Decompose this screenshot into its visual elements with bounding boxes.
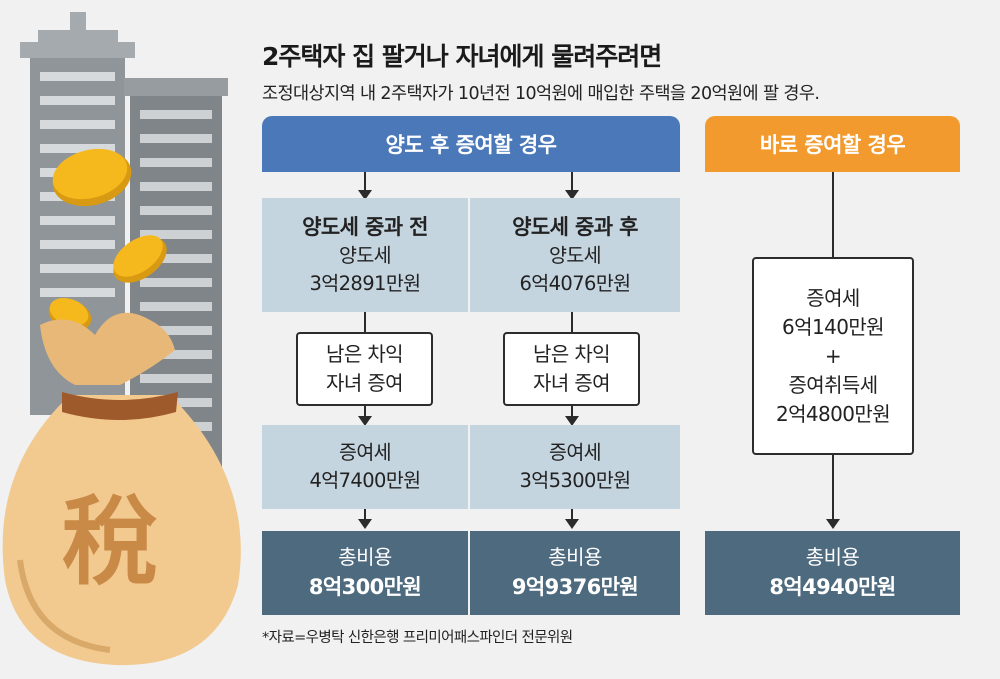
col2-total-box: 총비용 9억9376만원 xyxy=(470,531,680,615)
col1-mid-line2: 자녀 증여 xyxy=(326,371,404,395)
col3-plus: + xyxy=(824,343,842,368)
col1-title: 양도세 중과 전 xyxy=(302,214,428,239)
col1-tax-value: 3억2891만원 xyxy=(309,272,421,296)
col3-gift-box: 증여세 6억140만원 + 증여취득세 2억4800만원 xyxy=(752,257,914,455)
source-note: *자료=우병탁 신한은행 프리미어패스파인더 전문위원 xyxy=(262,630,573,646)
col3-line1: 증여세 xyxy=(806,285,860,310)
arrow xyxy=(826,455,840,529)
col2-mid-line1: 남은 차익 xyxy=(533,342,611,366)
col1-tax-label: 양도세 xyxy=(338,243,392,267)
col2-tax-box: 양도세 중과 후 양도세 6억4076만원 xyxy=(470,198,680,312)
col1-total-value: 8억300만원 xyxy=(308,575,422,600)
arrow xyxy=(565,172,579,200)
col3-line2: 6억140만원 xyxy=(782,314,885,339)
money-bag-icon: 稅 xyxy=(2,312,241,666)
arrow xyxy=(358,406,372,426)
arrow xyxy=(565,406,579,426)
col2-title: 양도세 중과 후 xyxy=(512,214,638,239)
col1-transfer-box: 남은 차익 자녀 증여 xyxy=(296,332,433,406)
col1-gift-box: 증여세 4억7400만원 xyxy=(262,425,468,509)
arrow xyxy=(358,172,372,200)
col2-total-label: 총비용 xyxy=(548,545,602,570)
col2-tax-label: 양도세 xyxy=(548,243,602,267)
col2-transfer-box: 남은 차익 자녀 증여 xyxy=(503,332,640,406)
subtitle: 조정대상지역 내 2주택자가 10년전 10억원에 매입한 주택을 20억원에 … xyxy=(262,84,820,104)
col2-tax-value: 6억4076만원 xyxy=(519,272,631,296)
gold-coin-icon xyxy=(48,148,167,331)
col1-gift-label: 증여세 xyxy=(338,440,392,464)
col2-gift-label: 증여세 xyxy=(548,440,602,464)
col2-mid-line2: 자녀 증여 xyxy=(533,371,611,395)
col3-line3: 증여취득세 xyxy=(788,372,879,397)
col1-total-box: 총비용 8억300만원 xyxy=(262,531,468,615)
col2-gift-box: 증여세 3억5300만원 xyxy=(470,425,680,509)
col3-line4: 2억4800만원 xyxy=(775,401,891,426)
arrow xyxy=(565,509,579,529)
page-title: 2주택자 집 팔거나 자녀에게 물려주려면 xyxy=(262,42,662,71)
col1-total-label: 총비용 xyxy=(338,545,392,570)
col3-total-box: 총비용 8억4940만원 xyxy=(705,531,960,615)
col1-mid-line1: 남은 차익 xyxy=(326,342,404,366)
col1-gift-value: 4억7400만원 xyxy=(309,469,421,492)
right-header: 바로 증여할 경우 xyxy=(705,116,960,172)
connector-line xyxy=(364,312,366,332)
col3-total-value: 8억4940만원 xyxy=(769,575,896,600)
col2-gift-value: 3억5300만원 xyxy=(519,469,631,492)
left-header: 양도 후 증여할 경우 xyxy=(262,116,680,172)
col3-total-label: 총비용 xyxy=(805,545,860,570)
col1-tax-box: 양도세 중과 전 양도세 3억2891만원 xyxy=(262,198,468,312)
arrow xyxy=(358,509,372,529)
col2-total-value: 9억9376만원 xyxy=(511,575,639,600)
connector-line xyxy=(571,312,573,332)
bag-character: 稅 xyxy=(62,485,158,598)
connector-line xyxy=(832,172,834,257)
illustration: 稅 xyxy=(2,12,241,666)
